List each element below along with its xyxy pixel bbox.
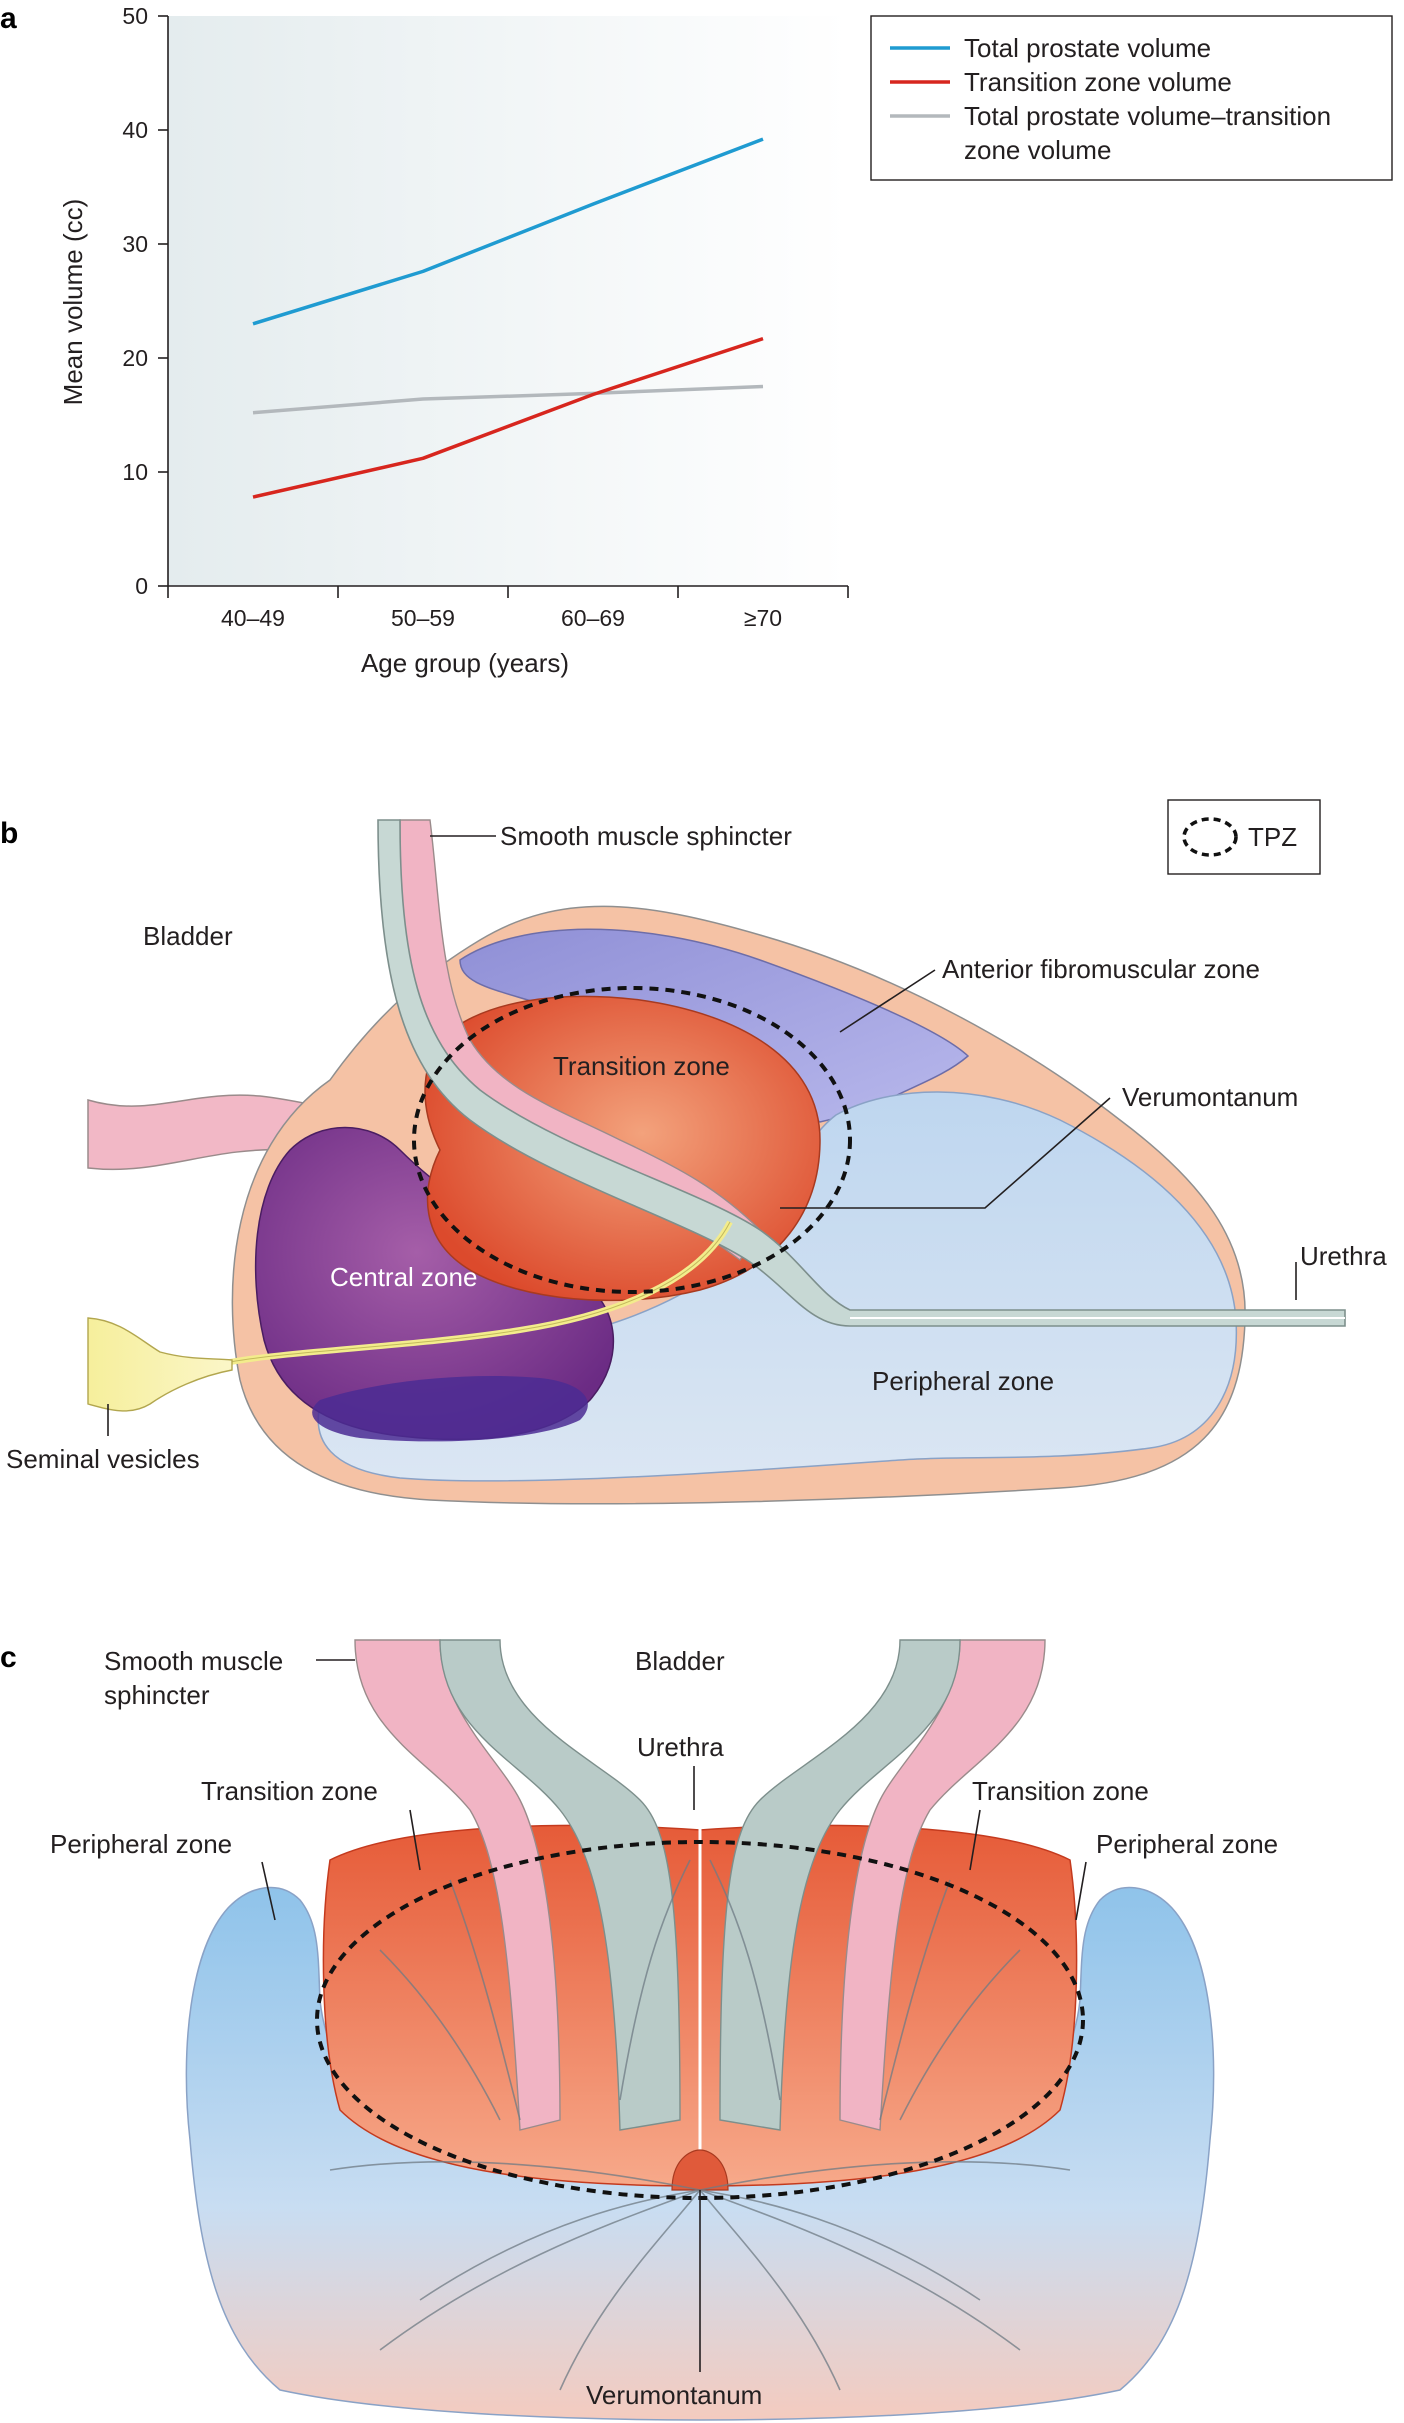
urethra-wall-left <box>439 1639 681 2131</box>
x-ticks: 40–49 50–59 60–69 ≥70 <box>167 586 849 631</box>
y-ticks: 0 10 20 30 40 50 <box>122 3 168 599</box>
seminal-vesicles-shape <box>87 1317 233 1412</box>
tpz-legend-symbol <box>1182 817 1238 857</box>
y-tick-label: 30 <box>122 231 148 257</box>
series-line-1 <box>252 336 764 499</box>
leader-verumontanum-b <box>780 1097 1111 1209</box>
leader-transition-zone-left-c <box>409 1809 421 1871</box>
panel-a-letter: a <box>0 2 17 35</box>
series-line-2 <box>252 384 764 415</box>
y-tick-label: 10 <box>122 459 148 485</box>
panel-c-letter: c <box>0 1641 17 1674</box>
label-central-zone: Central zone <box>330 1262 477 1292</box>
label-peripheral-zone-b: Peripheral zone <box>872 1366 1054 1396</box>
central-zone-lower-shade <box>312 1376 588 1442</box>
label-transition-zone-left-c: Transition zone <box>201 1776 378 1806</box>
y-tick-label: 40 <box>122 117 148 143</box>
y-axis-title: Mean volume (cc) <box>58 199 88 406</box>
x-tick-label: 50–59 <box>391 605 455 631</box>
label-verumontanum-c: Verumontanum <box>586 2380 762 2410</box>
series-line-0 <box>252 137 764 326</box>
x-tick-label: ≥70 <box>744 605 782 631</box>
label-peripheral-zone-right-c: Peripheral zone <box>1096 1829 1278 1859</box>
label-bladder-b: Bladder <box>143 921 233 951</box>
y-tick-label: 0 <box>135 573 148 599</box>
y-tick-label: 50 <box>122 3 148 29</box>
series-lines <box>252 137 764 499</box>
sphincter-right-shape <box>839 1639 1046 2131</box>
label-bladder-c: Bladder <box>635 1646 725 1676</box>
legend: Total prostate volume Transition zone vo… <box>870 15 1393 181</box>
x-tick-label: 60–69 <box>561 605 625 631</box>
sphincter-left-shape <box>354 1639 561 2131</box>
label-seminal-vesicles: Seminal vesicles <box>6 1444 200 1474</box>
tpz-outline <box>412 986 852 1294</box>
label-smooth-muscle-sphincter-b: Smooth muscle sphincter <box>500 821 792 851</box>
legend-label-total: Total prostate volume <box>964 33 1211 63</box>
tpz-legend-label: TPZ <box>1248 822 1297 852</box>
legend-box <box>870 15 1393 181</box>
legend-label-transition: Transition zone volume <box>964 67 1232 97</box>
label-smooth-muscle-line2-c: sphincter <box>104 1680 210 1710</box>
leader-peripheral-zone-right-c <box>1075 1861 1087 1921</box>
label-peripheral-zone-left-c: Peripheral zone <box>50 1829 232 1859</box>
label-smooth-muscle-line1-c: Smooth muscle <box>104 1646 283 1676</box>
label-transition-zone-right-c: Transition zone <box>972 1776 1149 1806</box>
verumontanum-shape-c <box>671 2149 729 2191</box>
panel-b-letter: b <box>0 817 18 850</box>
plot-area <box>168 16 848 586</box>
x-tick-label: 40–49 <box>221 605 285 631</box>
leader-transition-zone-right-c <box>969 1809 981 1871</box>
legend-label-difference-line2: zone volume <box>964 135 1111 165</box>
label-urethra-c: Urethra <box>637 1732 724 1762</box>
panel-b: b TPZ Bladder Smooth mus <box>0 799 1387 1505</box>
y-tick-label: 20 <box>122 345 148 371</box>
leader-afz <box>839 969 936 1033</box>
legend-label-difference-line1: Total prostate volume–transition <box>964 101 1331 131</box>
panel-c: c <box>0 1639 1278 2421</box>
panel-a: a 0 10 20 30 40 50 40–49 50–59 60–69 ≥70 Age gro… <box>0 2 1393 678</box>
glandular-ducts <box>329 1859 1071 2391</box>
urethra-wall-right <box>719 1639 961 2131</box>
label-transition-zone-b: Transition zone <box>553 1051 730 1081</box>
tpz-legend-box <box>1167 799 1321 875</box>
leader-peripheral-zone-left-c <box>261 1861 276 1921</box>
x-axis-title: Age group (years) <box>361 648 569 678</box>
label-verumontanum-b: Verumontanum <box>1122 1082 1298 1112</box>
ejaculatory-duct-outline <box>229 1221 731 1363</box>
label-urethra-b: Urethra <box>1300 1241 1387 1271</box>
label-anterior-fibromuscular-zone: Anterior fibromuscular zone <box>942 954 1260 984</box>
